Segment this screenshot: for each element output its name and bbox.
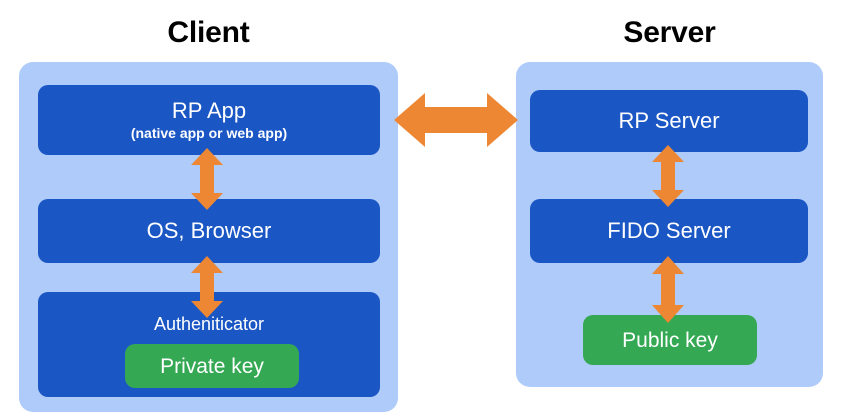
bidirectional-arrow-vertical-icon xyxy=(652,256,684,323)
node-fido-server-title: FIDO Server xyxy=(607,218,731,243)
node-os-browser-title: OS, Browser xyxy=(146,218,272,243)
node-os-browser[interactable]: OS, Browser xyxy=(38,199,380,263)
node-rp-app-subtitle: (native app or web app) xyxy=(130,125,288,141)
node-fido-server[interactable]: FIDO Server xyxy=(530,199,808,263)
node-rp-server[interactable]: RP Server xyxy=(530,90,808,152)
node-rp-app-title: RP App xyxy=(171,98,247,123)
node-rp-server-title: RP Server xyxy=(618,108,720,133)
bidirectional-arrow-vertical-icon xyxy=(652,145,684,207)
bidirectional-arrow-vertical-icon xyxy=(191,148,223,210)
bidirectional-arrow-vertical-icon xyxy=(191,256,223,318)
bidirectional-arrow-horizontal-icon xyxy=(394,93,518,147)
private-key-pill[interactable]: Private key xyxy=(125,344,299,388)
node-authenticator-title: Autheniticator xyxy=(153,314,265,334)
node-rp-app[interactable]: RP App (native app or web app) xyxy=(38,85,380,155)
client-column-title: Client xyxy=(167,16,250,49)
public-key-pill[interactable]: Public key xyxy=(583,315,757,365)
server-column-title: Server xyxy=(623,16,716,49)
